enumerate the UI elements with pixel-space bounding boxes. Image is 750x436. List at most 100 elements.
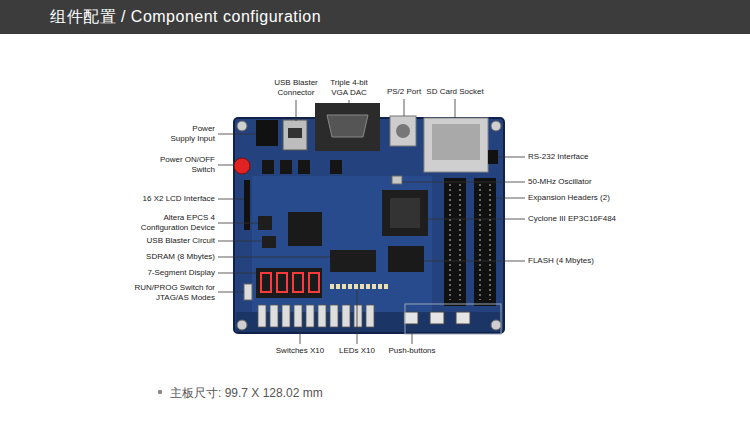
leader-line [218,241,262,242]
fpga-chip [382,190,428,236]
leader-line [455,99,456,118]
seven-segment-display [277,273,287,292]
component-label: SDRAM (8 Mbytes) [123,252,215,262]
small-switch [262,160,274,174]
push-button [430,312,444,324]
leader-line [412,324,413,344]
usb-blaster-chip [288,212,322,246]
slide-switch [366,305,374,327]
ps2-port [390,116,416,146]
component-label: RS-232 Interface [528,152,648,162]
small-switch [280,160,292,174]
usb-connector [288,128,302,138]
slide-switch [270,305,278,327]
component-label: RUN/PROG Switch for JTAG/AS Modes [129,283,215,302]
usb-connector [283,120,307,150]
mounting-hole [237,320,247,330]
power-jack [256,120,278,146]
slide-switch [306,305,314,327]
bullet [158,390,162,394]
component-label: FLASH (4 Mbytes) [528,256,648,266]
vga-connector [327,115,368,137]
leader-line [404,99,405,116]
push-button [456,312,470,324]
usb-connector [283,120,307,150]
component-label: USB Blaster Connector [268,78,324,97]
bullet [158,390,162,394]
slide-switch [258,305,266,327]
leader-line [428,219,525,220]
component-label: Cyclone III EP3C16F484 [528,214,648,224]
led-row [330,284,388,289]
rs232-header [488,150,498,164]
slide-switch [330,305,338,327]
led-row [366,284,370,289]
component-label: LEDs X10 [334,346,380,356]
vga-connector [315,103,380,151]
component-label: Power ON/OFF Switch [155,155,215,174]
ps2-port [396,124,410,138]
led-row [360,284,364,289]
component-label: Switches X10 [269,346,331,356]
leader-line [218,257,330,258]
sdram-chip [330,250,376,272]
mounting-hole [491,121,501,131]
fpga-chip [390,198,420,228]
small-switch [330,160,342,174]
component-label: Expansion Headers (2) [528,193,648,203]
leader-line [218,223,258,224]
expansion-header [474,178,496,306]
ps2-port [390,116,416,146]
component-label: SD Card Socket [422,87,488,97]
led-row [342,284,346,289]
mounting-hole [491,320,501,330]
sd-socket [424,118,488,172]
leader-line [296,100,297,121]
seven-segment-display [261,273,271,292]
component-label: PS/2 Port [382,87,426,97]
sd-socket [424,118,488,172]
epcs-chip [258,216,272,230]
sd-socket [432,124,480,160]
oscillator [392,176,402,184]
leader-line [218,292,244,293]
small-switch [298,160,310,174]
component-label: 50-MHz Oscillator [528,177,648,187]
leader-line [218,134,256,135]
slide-switch [294,305,302,327]
vga-connector [315,103,380,151]
fpga-chip [382,190,428,236]
component-label: USB Blaster Circuit [123,236,215,246]
run-prog-switch [244,284,252,300]
power-switch [234,158,250,174]
component-label: 7-Segment Display [123,268,215,278]
leader-line [424,261,525,262]
leader-line [218,199,244,200]
component-label: Push-buttons [384,346,440,356]
expansion-header [444,178,466,306]
leader-line [218,99,525,344]
component-label: Triple 4-bit VGA DAC [323,78,375,97]
small-switch [262,160,342,174]
flash-chip [388,246,424,272]
component-label: Altera EPCS 4 Configuration Device [129,213,215,232]
slide-switch [318,305,326,327]
lcd-header [244,180,250,230]
mounting-hole [237,121,501,330]
leader-line [218,273,256,274]
sdram-chip [330,250,376,272]
page-title: 组件配置 / Component configuration [50,0,321,34]
epcs-chip [258,216,272,230]
usb-blaster-chip [262,236,276,248]
lcd-header [244,180,250,230]
seven-segment-display [256,268,322,298]
slide-switch [282,305,290,327]
push-button [404,312,418,324]
board-size-note: 主板尺寸: 99.7 X 128.02 mm [170,385,323,402]
expansion-header [450,184,490,300]
leader-line [498,157,525,158]
leader-line [402,182,525,183]
push-button-bracket [405,304,501,334]
push-button-bracket [405,304,501,334]
